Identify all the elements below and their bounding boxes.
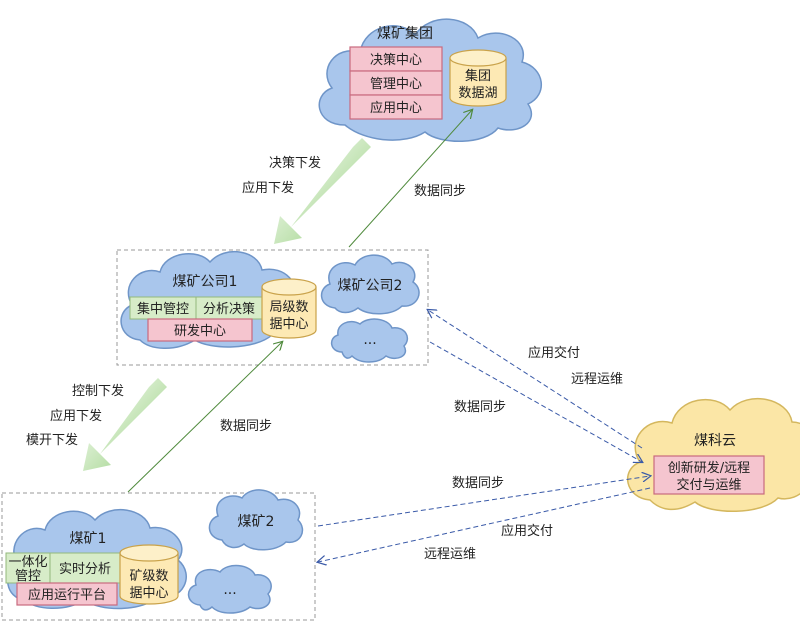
mine1-box-integrated-control-line1: 一体化	[8, 555, 47, 570]
mine1-db-line1: 矿级数	[129, 569, 168, 584]
svg-text:应用运行平台: 应用运行平台	[28, 587, 106, 603]
company1-box-rd-center: 研发中心	[147, 318, 253, 342]
label-model-down: 模开下发	[26, 432, 78, 448]
label-app-deliver-bottom: 应用交付	[501, 523, 553, 539]
label-app-deliver-top: 应用交付	[528, 345, 580, 361]
company-container	[116, 249, 429, 366]
mine1-db-icon	[119, 544, 179, 605]
dash-cloud-to-company-top	[428, 310, 643, 449]
group-data-lake-line1: 集团	[465, 68, 491, 84]
company1-title: 煤矿公司1	[173, 274, 238, 290]
svg-text:集中管控: 集中管控	[137, 301, 189, 317]
mine-container	[1, 492, 316, 621]
mine1-db-line2: 据中心	[129, 586, 168, 601]
company-more-ellipsis: ···	[363, 336, 376, 352]
group-title: 煤矿集团	[377, 25, 433, 42]
meikeyun-box-line1: 创新研发/远程	[668, 460, 750, 476]
label-decision-down: 决策下发	[269, 155, 321, 171]
meikeyun-box-innovation	[653, 455, 765, 495]
label-app-down-top: 应用下发	[242, 180, 294, 196]
mine2-cloud	[208, 489, 304, 551]
svg-text:分析决策: 分析决策	[203, 301, 255, 317]
svg-text:决策中心: 决策中心	[370, 52, 422, 68]
company2-title: 煤矿公司2	[338, 278, 403, 294]
svg-text:应用中心: 应用中心	[370, 100, 422, 116]
mine2-title: 煤矿2	[238, 514, 275, 530]
mine1-box-app-platform: 应用运行平台	[16, 582, 118, 606]
label-sync-cloud-mine: 数据同步	[452, 476, 504, 491]
label-remote-ops-bottom: 远程运维	[424, 547, 476, 562]
group-box-application: 应用中心	[349, 94, 443, 120]
group-data-lake-line2: 数据湖	[458, 86, 497, 101]
company1-box-central-control: 集中管控	[129, 296, 197, 320]
group-box-management: 管理中心	[349, 70, 443, 96]
company1-box-analysis-decision: 分析决策	[195, 296, 263, 320]
label-remote-ops-top: 远程运维	[571, 372, 623, 387]
group-box-decision: 决策中心	[349, 46, 443, 72]
meikeyun-box-line2: 交付与运维	[676, 477, 741, 493]
mine-more-ellipsis: ···	[223, 586, 236, 602]
company2-cloud	[320, 254, 420, 315]
company1-db-line2: 据中心	[269, 317, 308, 332]
group-data-lake-db-icon	[449, 49, 507, 107]
mine-more-cloud	[187, 564, 272, 614]
label-app-down-mid: 应用下发	[50, 408, 102, 424]
svg-text:管理中心: 管理中心	[370, 77, 422, 92]
svg-text:研发中心: 研发中心	[174, 323, 226, 339]
mine1-title: 煤矿1	[70, 531, 107, 547]
meikeyun-title: 煤科云	[694, 433, 736, 449]
label-sync-cloud-company: 数据同步	[454, 400, 506, 415]
decision-down-arrow-icon	[274, 138, 371, 244]
label-sync-group: 数据同步	[414, 184, 466, 199]
company-more-cloud	[330, 318, 409, 363]
control-down-arrow-icon	[83, 378, 167, 471]
mine1-box-integrated-control	[5, 552, 51, 584]
sync-line-mine-to-company	[127, 342, 282, 493]
company1-db-icon	[261, 278, 317, 339]
mine1-box-integrated-control-line2: 管控	[15, 569, 41, 584]
label-sync-company: 数据同步	[220, 419, 272, 434]
company1-db-line1: 局级数	[269, 300, 308, 315]
label-control-down: 控制下发	[72, 383, 124, 399]
dash-company-to-cloud	[429, 341, 642, 462]
mine1-box-realtime-analysis: 实时分析	[49, 552, 121, 584]
dash-cloud-to-mine	[318, 487, 651, 562]
svg-text:实时分析: 实时分析	[59, 562, 111, 577]
sync-line-company-to-group	[348, 110, 472, 248]
